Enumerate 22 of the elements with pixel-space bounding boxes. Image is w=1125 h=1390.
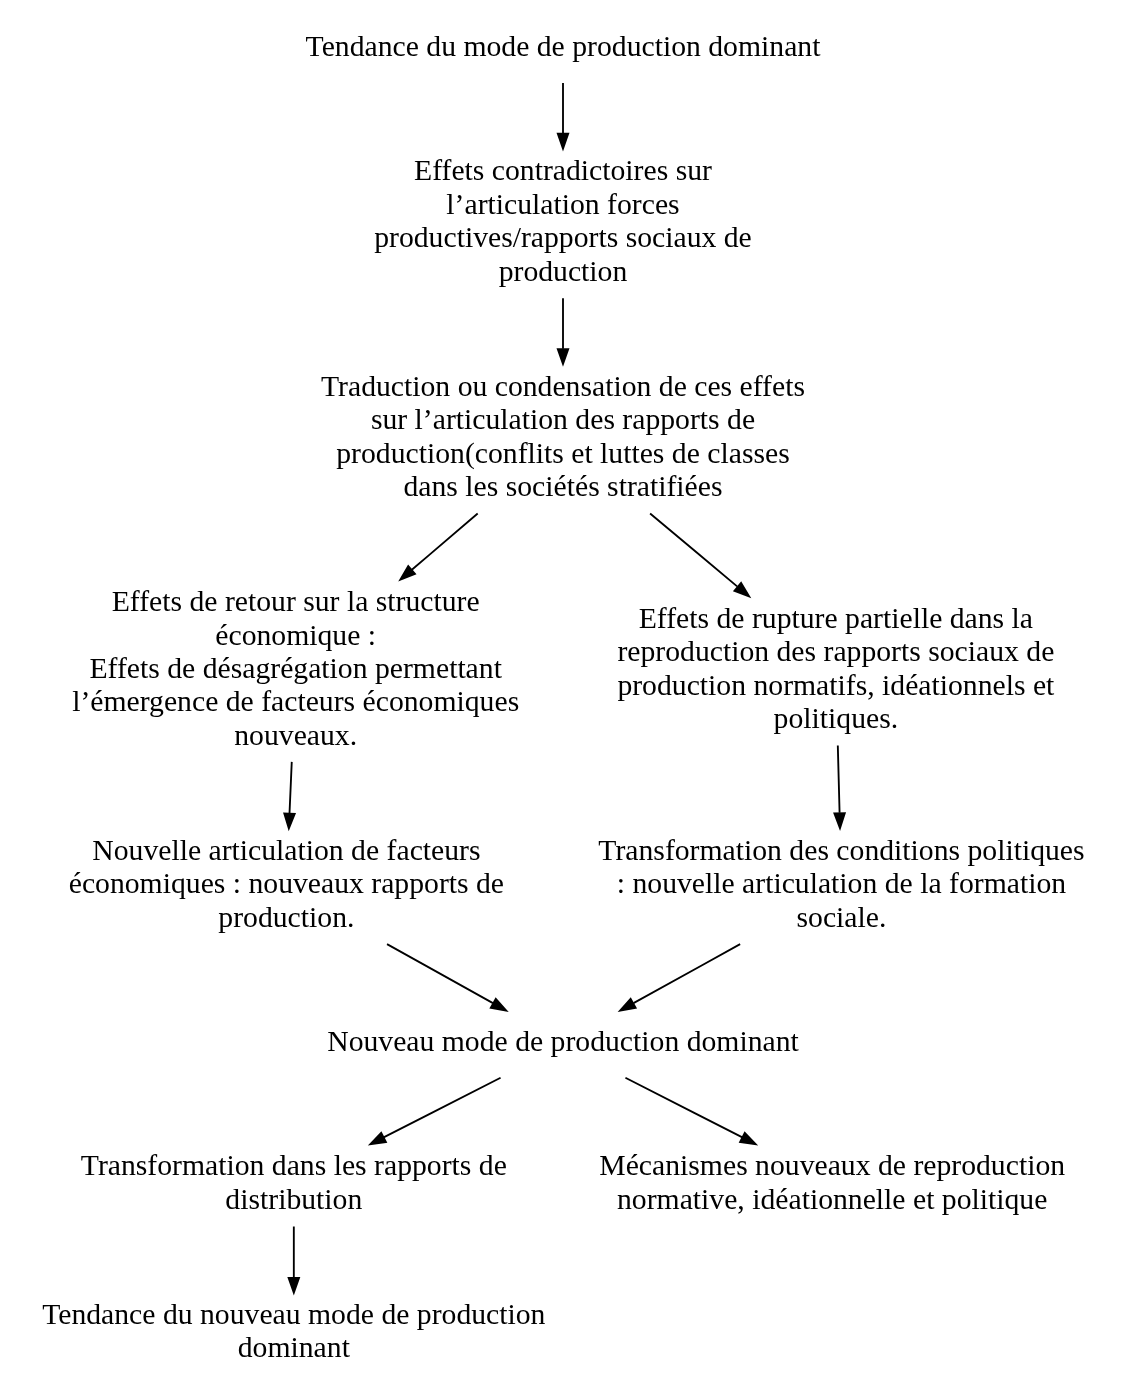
node-text: Nouveau mode de production dominant: [326, 1025, 799, 1058]
node-text: Tendance du mode de production dominant: [305, 30, 820, 63]
node-text: Transformation des conditions politiques : nouvelle articulation de la formation sociale.: [597, 833, 1085, 933]
arrow: [832, 744, 846, 831]
arrow: [624, 1076, 758, 1146]
node-text: Tendance du nouveau mode de production dominant: [41, 1297, 545, 1364]
node-text: Nouvelle articulation de facteurs économiques : nouveaux rapports de production.: [68, 833, 504, 933]
node-text: Traduction ou condensation de ces effets sur l’articulation des rapports de production(conflits et luttes de classes dans les sociétés stratifiées: [320, 369, 805, 502]
node-text: Transformation dans les rapports de distribution: [80, 1149, 507, 1215]
arrow: [397, 512, 479, 582]
arrow: [282, 760, 296, 832]
arrow: [617, 943, 741, 1012]
arrow: [556, 297, 569, 367]
node-text: Effets de rupture partielle dans la reproduction des rapports sociaux de production normatifs, idéationnels et politiques.: [616, 601, 1054, 735]
arrow: [556, 82, 569, 152]
arrow: [648, 512, 751, 599]
node-text: Mécanismes nouveaux de reproduction normative, idéationnelle et politique: [598, 1149, 1065, 1215]
node-text: Effets de retour sur la structure économique : Effets de désagrégation permettant l’émergence de facteurs économiques nouveaux.: [71, 585, 519, 751]
node-text: Effets contradictoires sur l’articulation forces productives/rapports sociaux de production: [373, 154, 752, 287]
arrow: [385, 943, 509, 1012]
arrow: [286, 1225, 300, 1296]
arrow: [367, 1076, 501, 1146]
